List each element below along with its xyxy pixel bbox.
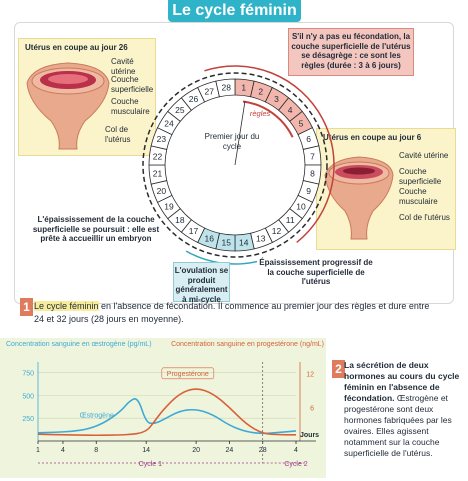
ovulation-note: L'ovulation se produit généralement à mi… (173, 262, 230, 304)
day-label-10: 10 (296, 201, 306, 211)
section2-bold: La sécrétion de deux hormones au cours d… (344, 360, 460, 403)
day-label-19: 19 (164, 201, 174, 211)
day-label-6: 6 (306, 134, 311, 144)
series-label-oestrogene: Œstrogène (80, 412, 114, 419)
left-tick-750: 750 (22, 371, 34, 378)
section1-highlight: Le cycle féminin (34, 301, 99, 311)
day-label-3: 3 (274, 94, 279, 104)
chart-background (0, 338, 326, 478)
x-tick-label-2: 8 (94, 447, 98, 454)
day-label-28: 28 (222, 82, 232, 92)
progesterone-label-frame (161, 367, 215, 380)
label-musculaire-26: Couche musculaire (111, 97, 150, 116)
day-label-22: 22 (153, 151, 163, 161)
day-label-17: 17 (189, 226, 199, 236)
hormone-chart: Concentration sanguine en œstrogène (pg/… (6, 341, 324, 468)
day-label-27: 27 (205, 86, 215, 96)
day-label-13: 13 (256, 234, 266, 244)
left-tick-250: 250 (22, 416, 34, 423)
day-label-16: 16 (205, 234, 215, 244)
series-line-1 (37, 388, 296, 437)
day-label-7: 7 (310, 151, 315, 161)
section1-body: en l'absence de fécondation. Il commence… (34, 301, 430, 324)
section2-badge: 2 (332, 360, 345, 378)
label-col-26: Col de l'utérus (105, 125, 131, 144)
wheel-outer-dashes (142, 72, 328, 258)
label-col-6: Col de l'utérus (399, 213, 450, 222)
thickening-continues-note: L'épaississement de la couche superficie… (32, 215, 160, 243)
x-tick-label-1: 4 (61, 447, 65, 454)
left-tick-500: 500 (22, 393, 34, 400)
right-tick-12: 12 (306, 372, 314, 379)
label-cavite-6: Cavité utérine (399, 151, 449, 160)
center-label: Premier jour du cycle (204, 132, 260, 151)
left-axis-title: Concentration sanguine en œstrogène (pg/… (6, 341, 152, 348)
cycle1-label: Cycle 1 (139, 461, 162, 468)
day-label-24: 24 (164, 119, 174, 129)
series-line-0 (37, 398, 297, 435)
page-title: Le cycle féminin (168, 0, 301, 22)
day-label-8: 8 (310, 169, 315, 179)
regles-label: règles (250, 109, 271, 118)
section1-badge: 1 (20, 298, 33, 316)
right-tick-6: 6 (310, 405, 314, 412)
uterus-day26-box: Utérus en coupe au jour 26 Cavité utérin… (18, 38, 156, 156)
label-superficielle-6: Couche superficielle (399, 167, 442, 186)
day-label-11: 11 (286, 215, 295, 225)
rules-note: S'il n'y a pas eu fécondation, la couche… (288, 28, 414, 76)
uterus-day26-title: Utérus en coupe au jour 26 (25, 43, 128, 52)
x-tick-label-7: 4 (294, 447, 298, 454)
uterus-day26-illustration (26, 62, 110, 150)
right-axis-title: Concentration sanguine en progestérone (… (171, 341, 324, 348)
x-tick-label-4: 20 (192, 447, 200, 454)
label-musculaire-6: Couche musculaire (399, 187, 438, 206)
day-label-12: 12 (272, 226, 282, 236)
uterus-day6-illustration (324, 156, 394, 240)
day-label-26: 26 (189, 94, 199, 104)
regles-arc (242, 100, 294, 138)
label-superficielle-26: Couche superficielle (111, 75, 154, 94)
day-label-20: 20 (157, 186, 167, 196)
label-cavite-26: Cavité utérine (111, 57, 136, 76)
x-tick-label-0: 1 (36, 447, 40, 454)
day-label-9: 9 (306, 186, 311, 196)
section2-body: Œstrogène et progestérone sont deux horm… (344, 393, 452, 458)
day-label-2: 2 (258, 86, 263, 96)
day-label-25: 25 (175, 105, 185, 115)
day-label-23: 23 (157, 134, 167, 144)
first-day-pointer (234, 100, 246, 166)
day-label-15: 15 (222, 238, 232, 248)
uterus-day6-box: Utérus en coupe au jour 6 Cavité utérine… (316, 128, 456, 250)
day-label-21: 21 (153, 169, 163, 179)
uterus-day6-title: Utérus en coupe au jour 6 (323, 133, 422, 142)
section2-text: La sécrétion de deux hormones au cours d… (344, 360, 462, 459)
thickening-progressive-note: Épaississement progressif de la couche s… (259, 258, 373, 286)
day-label-5: 5 (299, 119, 304, 129)
x-tick-label-3: 14 (142, 447, 150, 454)
series-label-progesterone: Progestérone (167, 371, 209, 378)
outer-red-arc (204, 65, 335, 243)
day-cell-28 (215, 78, 236, 98)
x-unit-label: Jours (300, 432, 319, 439)
day-label-14: 14 (239, 238, 249, 248)
day-label-1: 1 (241, 82, 246, 92)
x-tick-label-5: 24 (226, 447, 234, 454)
day-label-18: 18 (175, 215, 185, 225)
section1-text: Le cycle féminin en l'absence de féconda… (34, 300, 434, 326)
cycle2-label: Cycle 2 (284, 461, 307, 468)
day-label-4: 4 (288, 105, 293, 115)
